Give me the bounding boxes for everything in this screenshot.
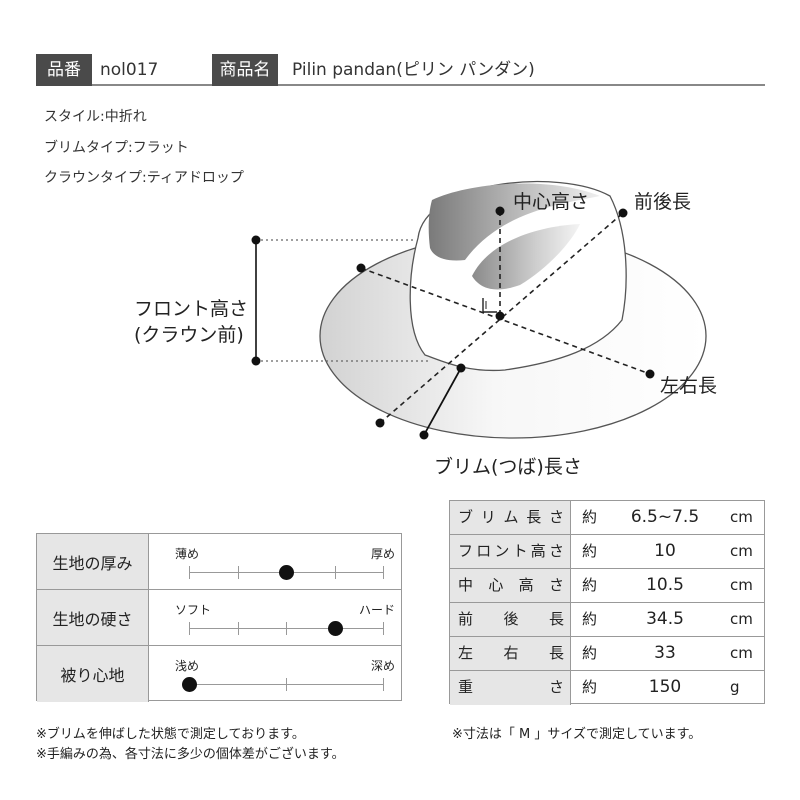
size-row: フロント高さ 約 10 cm [450,535,764,569]
size-row: 前後長 約 34.5 cm [450,603,764,637]
texture-scale [189,621,384,636]
texture-min-label: 浅め [175,659,200,673]
scale-level-dot [182,677,197,692]
front-back-dot-back [618,208,628,218]
size-approx: 約 [582,542,598,560]
product-code-value: nol017 [100,60,159,80]
size-table: ブリム長さ 約 6.5~7.5 cm フロント高さ 約 10 cm 中心高さ 約… [449,500,765,705]
texture-row-hardness: 生地の硬さ ソフト ハード [37,590,401,646]
size-row: ブリム長さ 約 6.5~7.5 cm [450,501,764,535]
texture-min-label: ソフト [175,603,212,617]
size-approx: 約 [582,610,598,628]
product-name-label: 商品名 [212,54,278,86]
scale-tick [383,622,384,635]
size-name: 中心高さ [450,569,571,602]
size-name: ブリム長さ [450,501,571,534]
brim-length-dot-inner [456,363,466,373]
texture-min-label: 薄め [175,547,200,561]
texture-label: 生地の硬さ [37,590,149,645]
size-unit: cm [730,508,753,526]
texture-row-thickness: 生地の厚み 薄め 厚め [37,534,401,590]
scale-level-dot [279,565,294,580]
size-row: 重さ 約 150 g [450,671,764,705]
hat-crown-dent-upper [428,183,600,261]
size-name: 重さ [450,671,571,705]
product-name-value: Pilin pandan(ピリン パンダン) [292,60,535,80]
size-approx: 約 [582,576,598,594]
scale-tick [383,566,384,579]
size-name: 前後長 [450,603,571,636]
brim-length-line [423,367,462,436]
size-basis-note: ※寸法は「 M 」サイズで測定しています。 [452,727,702,742]
handmade-note: ※手編みの為、各寸法に多少の個体差がございます。 [36,747,345,762]
crown-type: クラウンタイプ:ティアドロップ [44,170,244,186]
scale-tick [237,566,239,579]
size-value: 6.5~7.5 [630,507,700,527]
texture-label: 生地の厚み [37,534,149,589]
left-right-label: 左右長 [660,375,718,397]
size-value: 150 [648,677,682,697]
size-approx: 約 [582,644,598,662]
size-unit: cm [730,542,753,560]
texture-label: 被り心地 [37,646,149,702]
texture-row-fit-depth: 被り心地 浅め 深め [37,646,401,702]
size-unit: g [730,678,740,696]
size-unit: cm [730,576,753,594]
texture-scale [189,565,384,580]
size-name: 左右長 [450,637,571,670]
texture-max-label: 深め [370,659,395,673]
left-right-dot-left [356,263,366,273]
brim-length-label: ブリム(つば)長さ [434,456,582,478]
left-right-dot-right [645,369,655,379]
size-approx: 約 [582,508,598,526]
center-height-dot-top [495,206,505,216]
front-height-dot-top [251,235,261,245]
size-value: 33 [654,643,676,663]
size-value: 10.5 [646,575,684,595]
size-name: フロント高さ [450,535,571,568]
front-back-dot-front [375,418,385,428]
center-height-label: 中心高さ [513,191,590,213]
fabric-texture-table: 生地の厚み 薄め 厚め 生地の硬さ ソフト ハード 被り心地 浅め 深め [36,533,402,702]
size-approx: 約 [582,678,598,696]
texture-max-label: 厚め [370,547,395,561]
brim-length-dot-outer [419,430,429,440]
brim-type: ブリムタイプ:フラット [44,140,189,156]
scale-tick [286,622,287,635]
size-row: 左右長 約 33 cm [450,637,764,671]
texture-scale [182,677,384,692]
size-row: 中心高さ 約 10.5 cm [450,569,764,603]
scale-tick [286,678,287,691]
front-height-dot-bottom [251,356,261,366]
front-back-label: 前後長 [634,191,692,213]
scale-tick [189,566,190,579]
scale-tick [334,566,336,579]
size-value: 10 [654,541,676,561]
product-header: 品番 nol017 商品名 Pilin pandan(ピリン パンダン) [36,54,765,86]
right-angle-marker [482,298,497,313]
front-height-label: フロント高さ [134,298,249,320]
scale-level-dot [327,621,343,636]
brim-measure-note: ※ブリムを伸ばした状態で測定しております。 [36,727,305,742]
size-unit: cm [730,644,753,662]
texture-max-label: ハード [358,603,395,617]
front-height-sublabel: (クラウン前) [134,324,244,346]
center-point-dot [495,311,505,321]
scale-tick [189,622,190,635]
left-right-line [360,267,651,375]
size-value: 34.5 [646,609,684,629]
size-unit: cm [730,610,753,628]
scale-tick [237,622,239,635]
style-type: スタイル:中折れ [44,109,147,125]
hat-crown-dent-lower [472,224,580,290]
scale-tick [383,678,384,691]
product-code-label: 品番 [36,54,92,86]
